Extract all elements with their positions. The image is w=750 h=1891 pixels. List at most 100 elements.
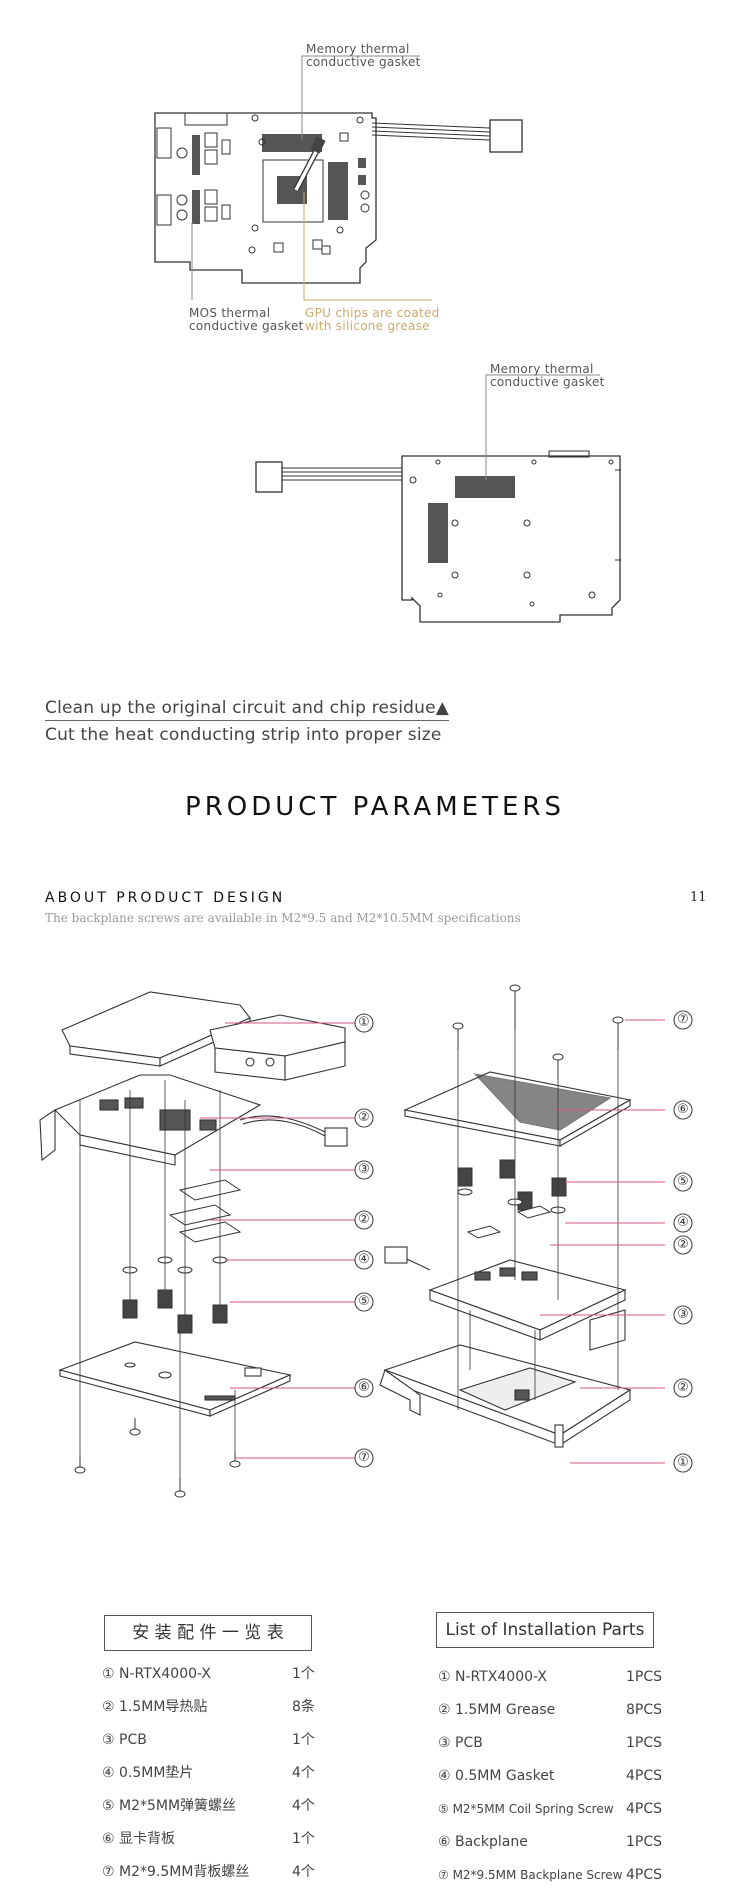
list-item: ⑤ M2*5MM弹簧螺丝 4个 (102, 1796, 342, 1816)
exploded-view (39, 984, 693, 1498)
label-2: ② (358, 1110, 370, 1125)
part-name: ⑤ M2*5MM Coil Spring Screw (438, 1802, 614, 1816)
right-waterblock (379, 1344, 632, 1448)
part-qty: 1个 (292, 1732, 315, 1748)
callout-text: conductive gasket (306, 55, 421, 69)
label-1: ① (677, 1455, 689, 1470)
about-heading: ABOUT PRODUCT DESIGN (45, 890, 286, 906)
right-leader-lines (540, 1019, 665, 1464)
label-7: ⑦ (677, 1012, 689, 1027)
label-3: ③ (358, 1162, 370, 1177)
part-qty: 4个 (292, 1864, 315, 1880)
parts-list-cn: ① N-RTX4000-X 1个 ② 1.5MM导热贴 8条 ③ PCB 1个 ④ 0… (102, 1664, 342, 1882)
part-name: ③ PCB (438, 1735, 483, 1751)
about-subtitle: The backplane screws are available in M2… (45, 911, 521, 925)
left-leader-lines (200, 1022, 355, 1459)
parts-list-cn-title: 安 装 配 件 一 览 表 (104, 1615, 312, 1651)
part-qty: 1个 (292, 1831, 315, 1847)
label-3: ③ (677, 1307, 689, 1322)
list-item: ⑥ Backplane 1PCS (438, 1832, 728, 1852)
instruction-cut: Cut the heat conducting strip into prope… (45, 725, 442, 745)
mos-pad (192, 190, 200, 224)
list-item: ③ PCB 1个 (102, 1730, 342, 1750)
part-qty: 8PCS (626, 1702, 663, 1718)
part-qty: 1PCS (626, 1834, 663, 1850)
part-name: ⑦ M2*9.5MM Backplane Screw (438, 1868, 623, 1882)
part-name: ④ 0.5MM Gasket (438, 1768, 555, 1784)
label-4: ④ (358, 1252, 370, 1267)
right-backplane (403, 1071, 632, 1147)
label-4: ④ (677, 1215, 689, 1230)
port-connector (156, 127, 172, 159)
parts-list-en-title: List of Installation Parts (436, 1612, 654, 1648)
part-qty: 4个 (292, 1765, 315, 1781)
list-item: ④ 0.5MM垫片 4个 (102, 1763, 342, 1783)
left-backplane (58, 1341, 292, 1417)
callout-line-gpu (303, 192, 432, 301)
part-qty: 1PCS (626, 1669, 663, 1685)
part-name: ⑥ Backplane (438, 1834, 528, 1850)
label-5: ⑤ (358, 1294, 370, 1309)
part-name: ⑦ M2*9.5MM背板螺丝 (102, 1864, 250, 1880)
callout-text: with silicone grease (305, 319, 430, 333)
callout-memory-gasket-back: Memory thermal conductive gasket (490, 363, 605, 389)
memory-pad (262, 134, 322, 152)
pcb-back-outline (401, 455, 621, 623)
callout-text: Memory thermal (490, 362, 594, 376)
callout-text: Memory thermal (306, 42, 410, 56)
memory-pad-back (428, 503, 448, 563)
port-connector (156, 194, 172, 226)
list-item: ⑦ M2*9.5MM背板螺丝 4个 (102, 1862, 342, 1882)
part-qty: 4PCS (626, 1768, 663, 1784)
label-2: ② (677, 1237, 689, 1252)
list-item: ⑥ 显卡背板 1个 (102, 1829, 342, 1849)
callout-text: GPU chips are coated (305, 306, 440, 320)
label-6: ⑥ (677, 1102, 689, 1117)
left-waterblock (61, 991, 346, 1081)
part-qty: 1个 (292, 1666, 315, 1682)
section-title: PRODUCT PARAMETERS (185, 792, 565, 822)
list-item: ② 1.5MM Grease 8PCS (438, 1700, 728, 1720)
part-qty: 4PCS (626, 1867, 663, 1883)
callout-text: conductive gasket (189, 319, 304, 333)
part-qty: 1PCS (626, 1735, 663, 1751)
callout-text: conductive gasket (490, 375, 605, 389)
label-2: ② (677, 1380, 689, 1395)
list-item: ③ PCB 1PCS (438, 1733, 728, 1753)
part-name: ① N-RTX4000-X (102, 1666, 211, 1682)
part-name: ② 1.5MM导热贴 (102, 1699, 208, 1715)
pcb-outline (154, 112, 377, 284)
callout-memory-gasket: Memory thermal conductive gasket (306, 43, 421, 69)
left-pcb (39, 1074, 348, 1166)
list-item: ④ 0.5MM Gasket 4PCS (438, 1766, 728, 1786)
part-name: ② 1.5MM Grease (438, 1702, 556, 1718)
label-7: ⑦ (358, 1450, 370, 1465)
pcb-front-diagram (154, 55, 621, 623)
power-connector-back (255, 461, 283, 493)
power-connector (489, 119, 523, 153)
part-name: ⑤ M2*5MM弹簧螺丝 (102, 1798, 237, 1814)
callout-mos-gasket: MOS thermal conductive gasket (189, 307, 304, 333)
callout-text: MOS thermal (189, 306, 271, 320)
label-2: ② (358, 1212, 370, 1227)
instruction-clean: Clean up the original circuit and chip r… (45, 698, 450, 721)
label-6: ⑥ (358, 1380, 370, 1395)
memory-pad (328, 162, 348, 220)
part-name: ⑥ 显卡背板 (102, 1831, 176, 1847)
memory-pad-back (455, 476, 515, 498)
part-qty: 4个 (292, 1798, 315, 1814)
part-name: ③ PCB (102, 1732, 147, 1748)
label-1: ① (358, 1015, 370, 1030)
right-pcb (384, 1246, 627, 1351)
gpu-socket (262, 159, 324, 223)
page-number: 11 (690, 890, 707, 905)
list-item: ② 1.5MM导热贴 8条 (102, 1697, 342, 1717)
callout-gpu-grease: GPU chips are coated with silicone greas… (305, 307, 440, 333)
list-item: ① N-RTX4000-X 1个 (102, 1664, 342, 1684)
part-qty: 8条 (292, 1699, 315, 1715)
part-name: ④ 0.5MM垫片 (102, 1765, 194, 1781)
